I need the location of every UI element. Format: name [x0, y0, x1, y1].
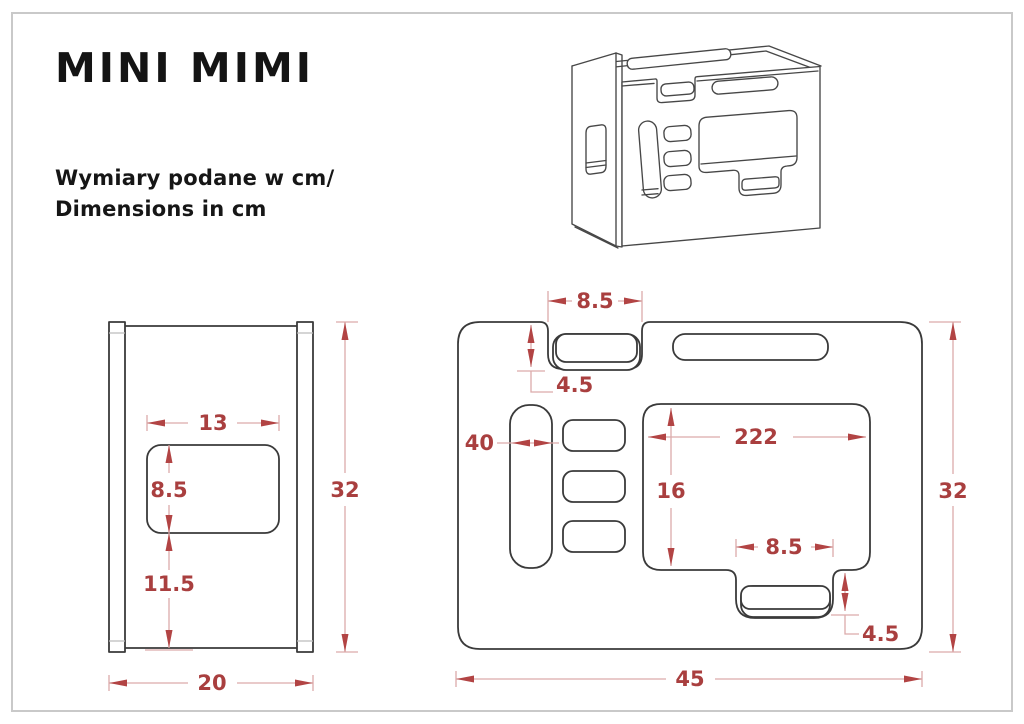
- dim-side-cutout-height: 8.5: [150, 445, 188, 533]
- dim-front-step-depth: 4.5: [831, 573, 899, 646]
- dim-label-side-bottom-offset: 11.5: [143, 572, 195, 596]
- iso-step-bar: [741, 176, 780, 191]
- iso-window-cutout: [698, 109, 798, 197]
- units-note-line2: Dimensions in cm: [55, 197, 267, 221]
- dim-front-width: 45: [455, 667, 923, 691]
- dim-front-top-slot-width: 8.5: [547, 289, 643, 322]
- dim-label-front-window-height: 16: [656, 479, 685, 503]
- dim-label-side-height: 32: [330, 478, 359, 502]
- dim-label-front-window-width: 222: [734, 425, 778, 449]
- front-ladder-slot: [509, 404, 553, 569]
- side-left-post: [108, 321, 126, 653]
- dim-label-front-ladder-width: 40: [465, 431, 494, 455]
- dim-label-front-top-slot-depth: 4.5: [556, 373, 593, 397]
- front-step-bar: [740, 585, 831, 610]
- iso-front-left-edge: [615, 52, 623, 248]
- dim-side-cutout-width: 13: [146, 411, 280, 435]
- dim-label-front-top-slot-width: 8.5: [576, 289, 613, 313]
- iso-top-right-slot: [711, 76, 779, 95]
- side-post-thickness-lines: [109, 332, 313, 642]
- dim-label-front-height: 32: [938, 479, 967, 503]
- dim-side-bottom-offset: 11.5: [143, 533, 195, 651]
- dim-label-side-width: 20: [197, 671, 226, 695]
- dim-label-front-width: 45: [675, 667, 704, 691]
- iso-top-thickness: [621, 70, 819, 87]
- front-top-notch-slot: [555, 333, 638, 363]
- dim-label-side-cutout-width: 13: [198, 411, 227, 435]
- front-window-cutout: [642, 403, 871, 619]
- front-step-slot-1: [562, 419, 626, 452]
- dim-side-width: 20: [108, 671, 314, 695]
- dim-front-ladder-width: 40: [465, 431, 559, 455]
- iso-view: [571, 45, 822, 249]
- dim-front-height: 32: [929, 321, 968, 653]
- front-top-right-slot: [672, 333, 829, 361]
- units-note-line1: Wymiary podane w cm/: [55, 166, 335, 190]
- side-window-cutout: [146, 444, 280, 534]
- product-title: MINI MIMI: [55, 44, 315, 92]
- iso-step-slot-2: [663, 149, 692, 168]
- iso-window-base-line: [700, 155, 797, 165]
- iso-step-slot-1: [663, 124, 692, 143]
- dim-label-front-step-depth: 4.5: [862, 622, 899, 646]
- iso-step-slot-3: [663, 173, 692, 192]
- side-right-post: [296, 321, 314, 653]
- front-step-slot-2: [562, 470, 626, 503]
- dim-front-step-width: 8.5: [735, 535, 834, 559]
- units-note: Wymiary podane w cm/ Dimensions in cm: [55, 163, 334, 225]
- iso-ladder-slot: [637, 120, 663, 199]
- dim-front-window-height: 16: [656, 408, 686, 566]
- dim-label-side-cutout-height: 8.5: [150, 478, 187, 502]
- front-step-slot-3: [562, 520, 626, 553]
- dim-front-top-slot-depth: 4.5: [517, 325, 593, 397]
- iso-interior-lines: [585, 159, 659, 196]
- iso-bottom-thickness: [574, 226, 619, 249]
- iso-back-rim-slot: [626, 48, 732, 70]
- dim-front-window-width: 222: [648, 425, 866, 449]
- dim-side-height: 32: [330, 321, 360, 653]
- side-view: 13 8.5 11.5 32 20: [108, 321, 360, 695]
- front-view: 8.5 4.5 40 222 16: [455, 289, 968, 691]
- dim-label-front-step-width: 8.5: [765, 535, 802, 559]
- iso-notch-slot: [660, 81, 695, 97]
